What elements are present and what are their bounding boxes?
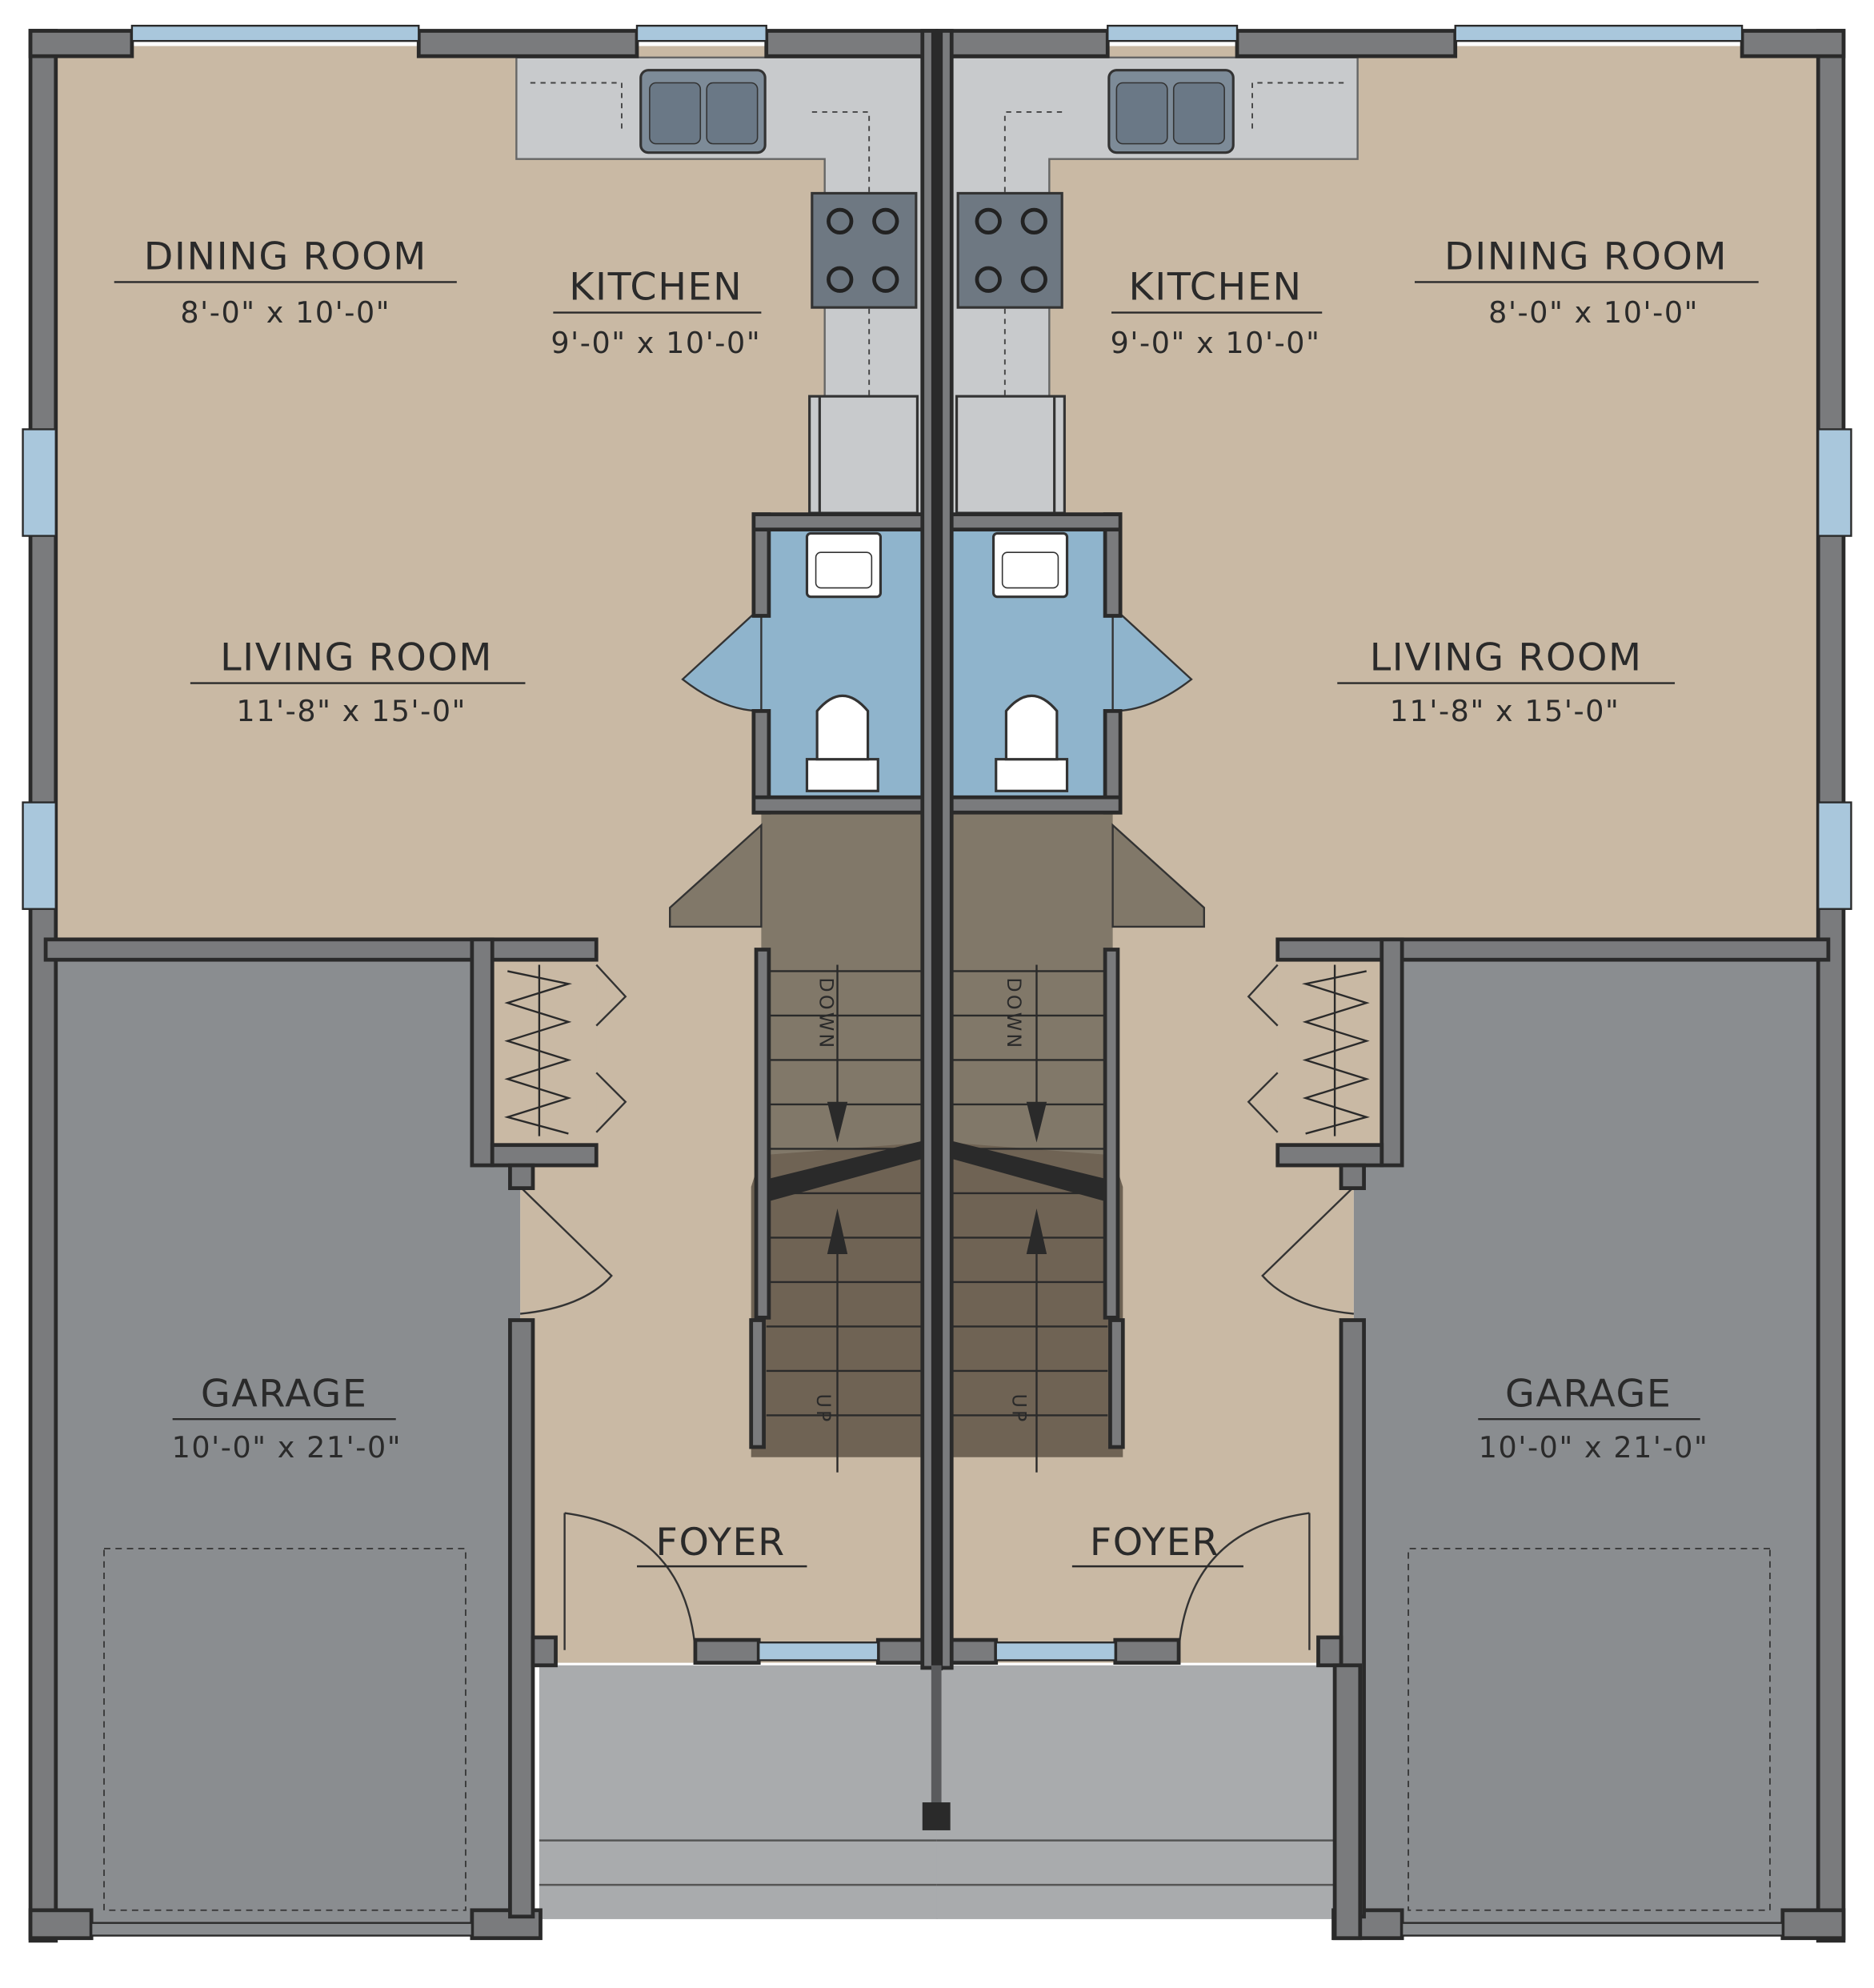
right-unit <box>936 26 1851 1941</box>
left-dining-size: 8'-0" x 10'-0" <box>180 295 390 330</box>
left-garage-label: GARAGE <box>201 1372 368 1416</box>
left-foyer-label: FOYER <box>656 1521 786 1565</box>
right-living-label: LIVING ROOM <box>1370 636 1643 680</box>
right-kitchen-label: KITCHEN <box>1128 266 1302 310</box>
left-living-size: 11'-8" x 15'-0" <box>236 694 466 728</box>
left-garage-size: 10'-0" x 21'-0" <box>172 1430 402 1465</box>
post-icon <box>922 1802 951 1830</box>
right-foyer-label: FOYER <box>1090 1521 1219 1565</box>
porch-front-wall <box>1332 1663 1363 1941</box>
porch-divider <box>931 1665 942 1806</box>
right-garage-label: GARAGE <box>1505 1372 1672 1416</box>
left-stairs-down: DOWN <box>815 977 837 1050</box>
right-stairs-up: UP <box>1007 1393 1030 1424</box>
party-wall <box>931 30 943 1671</box>
left-living-label: LIVING ROOM <box>220 636 493 680</box>
right-kitchen-size: 9'-0" x 10'-0" <box>1111 326 1321 360</box>
right-living-size: 11'-8" x 15'-0" <box>1390 694 1620 728</box>
right-stairs-down: DOWN <box>1003 977 1025 1050</box>
left-kitchen-size: 9'-0" x 10'-0" <box>551 326 761 360</box>
left-dining-label: DINING ROOM <box>144 235 427 279</box>
right-garage-size: 10'-0" x 21'-0" <box>1479 1430 1709 1465</box>
right-dining-size: 8'-0" x 10'-0" <box>1488 295 1699 330</box>
right-dining-label: DINING ROOM <box>1444 235 1728 279</box>
left-kitchen-label: KITCHEN <box>569 266 743 310</box>
left-stairs-up: UP <box>812 1393 835 1424</box>
left-unit <box>23 26 938 1941</box>
